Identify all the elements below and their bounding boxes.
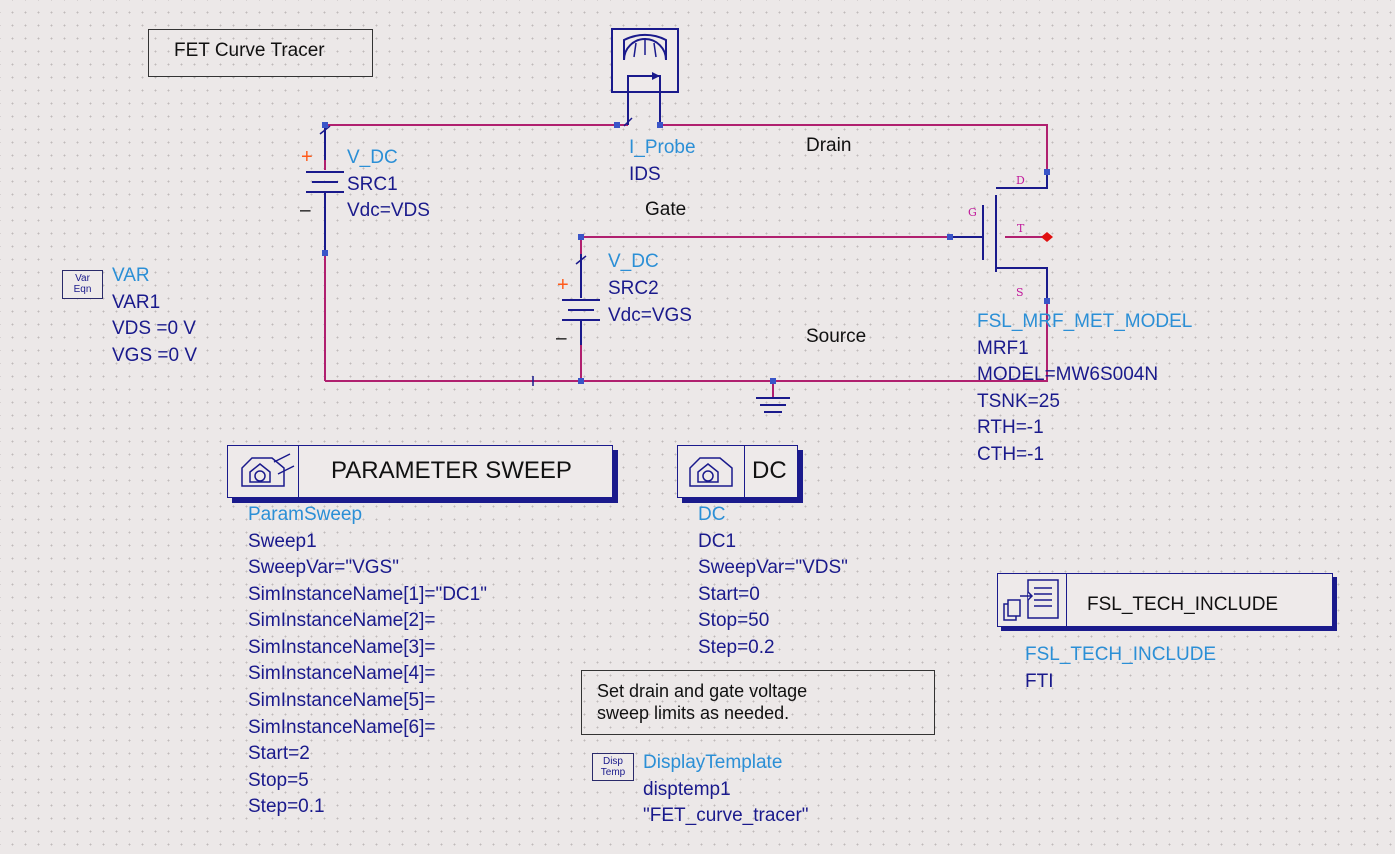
fet-name: MRF1 <box>977 338 1029 359</box>
fet-pin-g: G <box>968 206 977 219</box>
net-label-source: Source <box>806 326 867 347</box>
var-param-line: VGS =0 V <box>112 344 198 366</box>
var-params: VDS =0 V VGS =0 V <box>112 316 197 369</box>
sweep-param-line: SimInstanceName[1]="DC1" <box>248 583 487 605</box>
gear-sweep-icon <box>241 453 295 487</box>
sweep-param-line: Step=0.1 <box>248 796 325 818</box>
node <box>578 234 584 240</box>
note-line-1: Set drain and gate voltage <box>597 681 808 701</box>
var-eqn-icon[interactable]: Var Eqn <box>62 270 103 299</box>
tech-header: FSL_TECH_INCLUDE <box>1087 594 1279 615</box>
wire-nodes <box>322 122 1050 384</box>
sweep-params: SweepVar="VGS" SimInstanceName[1]="DC1" … <box>248 555 487 821</box>
node <box>657 122 663 128</box>
src1-symbol <box>306 125 344 253</box>
display-name: disptemp1 <box>643 779 731 800</box>
probe-type: I_Probe <box>629 137 696 158</box>
fet-pin-d: D <box>1016 174 1025 187</box>
dc-param-line: Stop=50 <box>698 610 770 632</box>
node <box>614 122 620 128</box>
src2-name: SRC2 <box>608 278 659 299</box>
dc-params: SweepVar="VDS" Start=0 Stop=50 Step=0.2 <box>698 555 848 661</box>
sweep-param-line: SimInstanceName[3]= <box>248 636 436 658</box>
dc-param-line: SweepVar="VDS" <box>698 557 848 578</box>
dc-header: DC <box>752 457 787 484</box>
disp-temp-icon[interactable]: Disp Temp <box>592 753 634 781</box>
node <box>322 250 328 256</box>
src1-minus: – <box>300 200 311 221</box>
src2-minus: – <box>556 328 567 349</box>
sweep-param-line: SimInstanceName[6]= <box>248 716 436 738</box>
node <box>578 378 584 384</box>
display-type: DisplayTemplate <box>643 752 783 773</box>
dc-name: DC1 <box>698 531 737 552</box>
node <box>1044 169 1050 175</box>
sweep-icon-cell <box>228 446 299 497</box>
src1-param: Vdc=VDS <box>347 200 430 221</box>
node <box>1044 298 1050 304</box>
dc-param-line: Step=0.2 <box>698 636 775 658</box>
var-name: VAR1 <box>112 292 161 313</box>
src2-type: V_DC <box>608 251 659 272</box>
sweep-param-line: SimInstanceName[4]= <box>248 663 436 685</box>
dc-type: DC <box>698 504 726 525</box>
note-box[interactable] <box>581 670 935 735</box>
src2-plus: + <box>557 274 569 296</box>
src1-plus: + <box>301 146 313 168</box>
dc-icon-cell <box>678 446 745 497</box>
fet-pin-t: T <box>1017 222 1025 235</box>
gear-sim-icon <box>689 457 733 487</box>
dc-param-line: Start=0 <box>698 583 760 605</box>
fet-pin-s: S <box>1016 286 1024 299</box>
sweep-param-line: SimInstanceName[5]= <box>248 689 436 711</box>
net-label-gate: Gate <box>645 199 687 220</box>
sweep-name: Sweep1 <box>248 531 317 552</box>
sweep-param-line: SimInstanceName[2]= <box>248 610 436 632</box>
fet-param-line: TSNK=25 <box>977 390 1060 412</box>
display-value: "FET_curve_tracer" <box>643 805 809 826</box>
fet-symbol <box>950 172 1048 301</box>
fet-param-line: MODEL=MW6S004N <box>977 364 1159 385</box>
include-document-icon <box>1003 579 1059 621</box>
tech-icon-cell <box>998 574 1067 626</box>
node <box>947 234 953 240</box>
var-param-line: VDS =0 V <box>112 318 196 339</box>
dc-block[interactable]: DC <box>677 445 803 503</box>
thermal-port <box>1041 232 1053 242</box>
node <box>322 122 328 128</box>
node <box>770 378 776 384</box>
note-line-2: sweep limits as needed. <box>597 703 790 723</box>
sweep-type: ParamSweep <box>248 504 363 525</box>
net-label-drain: Drain <box>806 135 852 156</box>
current-probe-symbol <box>611 28 679 127</box>
src2-symbol <box>562 254 600 345</box>
wire-source <box>325 301 1048 382</box>
src1-name: SRC1 <box>347 174 398 195</box>
fet-type: FSL_MRF_MET_MODEL <box>977 311 1193 332</box>
param-sweep-header: PARAMETER SWEEP <box>331 457 572 484</box>
probe-name: IDS <box>629 164 661 185</box>
sweep-param-line: Stop=5 <box>248 769 309 791</box>
title-box[interactable] <box>148 29 373 77</box>
fet-param-line: RTH=-1 <box>977 417 1044 439</box>
ground-symbol <box>756 397 790 413</box>
param-sweep-block[interactable]: PARAMETER SWEEP <box>227 445 618 503</box>
title-text: FET Curve Tracer <box>174 40 325 61</box>
fet-params: MODEL=MW6S004N TSNK=25 RTH=-1 CTH=-1 <box>977 362 1158 468</box>
sweep-param-line: SweepVar="VGS" <box>248 557 399 578</box>
src1-type: V_DC <box>347 147 398 168</box>
var-type: VAR <box>112 265 150 286</box>
sweep-param-line: Start=2 <box>248 743 310 765</box>
tech-include-block[interactable]: FSL_TECH_INCLUDE <box>997 573 1337 631</box>
tech-name: FTI <box>1025 671 1054 692</box>
fet-param-line: CTH=-1 <box>977 443 1045 465</box>
tech-type: FSL_TECH_INCLUDE <box>1025 644 1217 665</box>
src2-param: Vdc=VGS <box>608 305 692 326</box>
wire-drain-right <box>660 124 1048 172</box>
